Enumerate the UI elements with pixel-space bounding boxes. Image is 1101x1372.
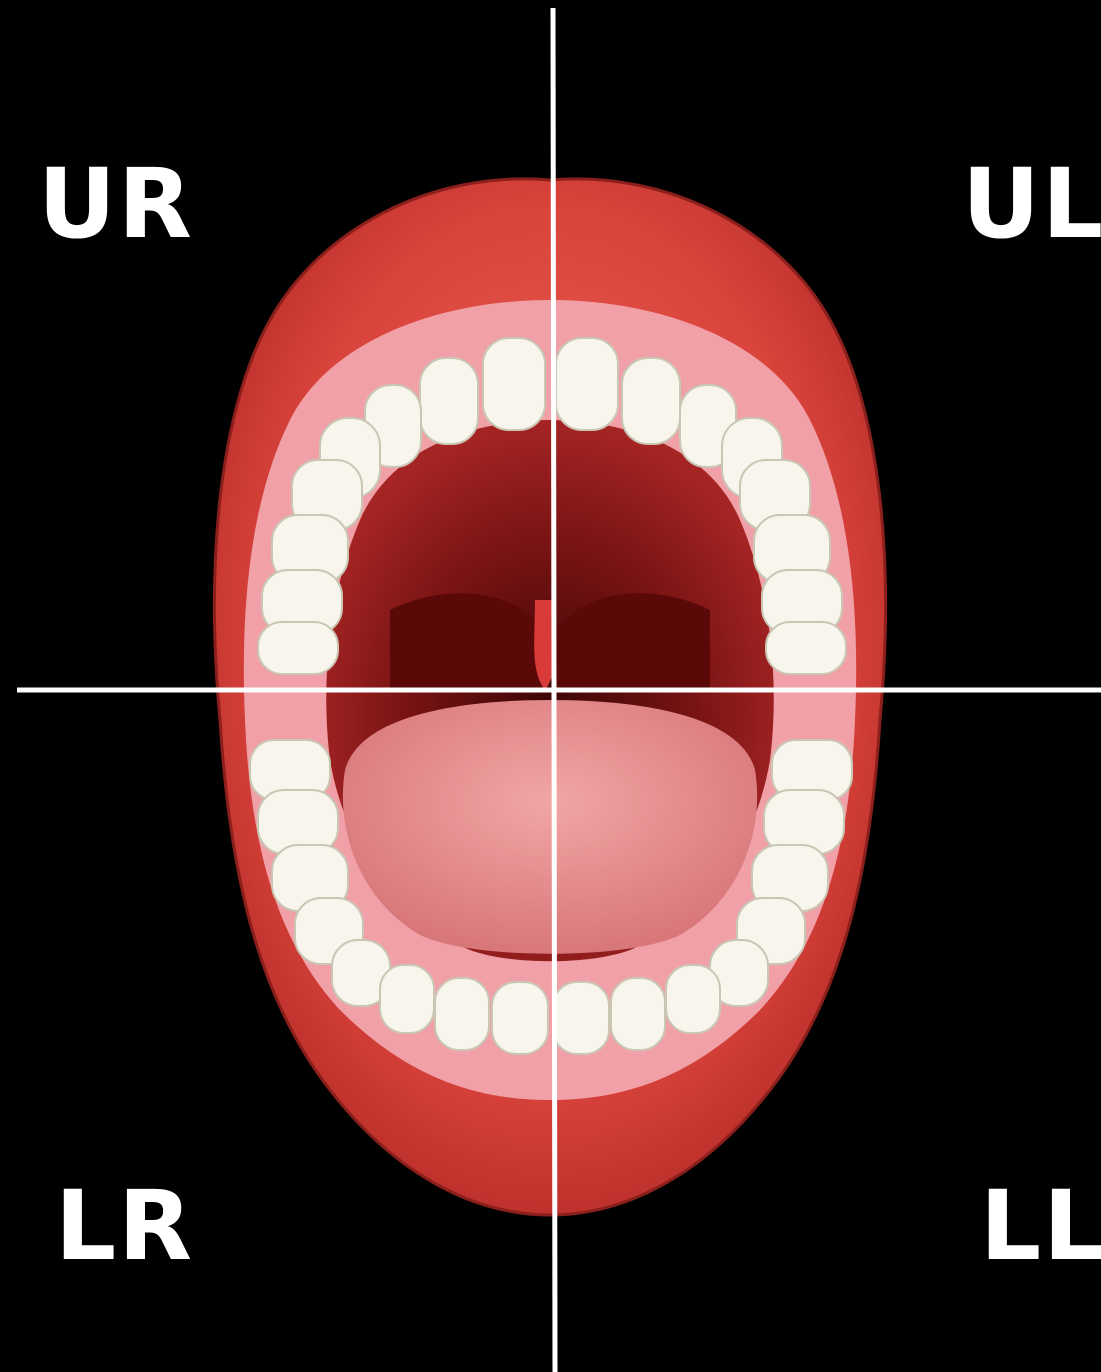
upper-right-label: UR (38, 156, 194, 252)
tongue (343, 700, 757, 954)
lower-left-label: LL (980, 1178, 1101, 1274)
lower-right-label: LR (55, 1178, 194, 1274)
upper-left-label: UL (962, 156, 1101, 252)
